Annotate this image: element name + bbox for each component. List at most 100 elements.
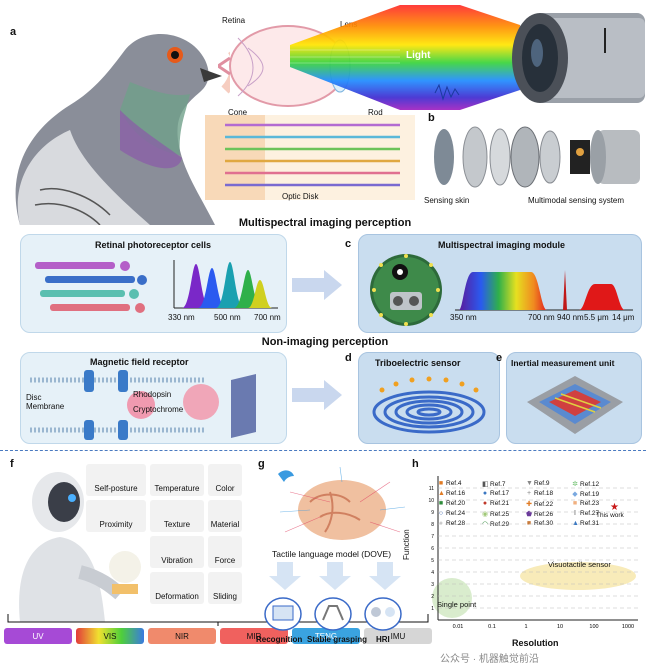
multimodal-label: Multimodal sensing system <box>528 196 625 205</box>
panel-letter-c: c <box>345 238 352 250</box>
legend-label: Ref.16 <box>446 490 466 497</box>
retinal-tick-0: 330 nm <box>168 313 195 322</box>
x-tick-label: 0.01 <box>453 624 464 630</box>
this-work-label: This work <box>596 512 624 519</box>
single-point-label: Single point <box>437 600 477 609</box>
chip-vis: VIS <box>76 628 144 644</box>
chip-uv: UV <box>4 628 72 644</box>
legend-label: Ref.18 <box>534 490 554 497</box>
h-ylabel: Function <box>402 529 411 560</box>
legend-label: Ref.26 <box>534 511 554 518</box>
rhodopsin-label: Rhodopsin <box>133 390 172 399</box>
legend-marker: I <box>574 510 576 517</box>
legend-marker: ■ <box>438 480 444 487</box>
legend-label: Ref.9 <box>534 480 550 487</box>
multispectral-section-title: Multispectral imaging perception <box>238 217 412 229</box>
legend-label: Ref.25 <box>490 511 510 518</box>
panel-letter-a: a <box>10 26 17 38</box>
legend-marker: ● <box>438 520 444 527</box>
camera-lens <box>512 13 645 103</box>
legend-item: ●Ref.28 <box>438 520 465 527</box>
legend-item: ■Ref.4 <box>438 480 462 487</box>
x-tick-label: 1 <box>524 624 527 630</box>
y-tick-label: 8 <box>431 522 434 528</box>
legend-label: Ref.24 <box>446 510 466 517</box>
legend-marker: ◆ <box>572 491 578 498</box>
legend-item: ▼Ref.9 <box>526 480 550 487</box>
chip-nir: NIR <box>148 628 216 644</box>
h-xlabel: Resolution <box>512 638 559 648</box>
legend-marker: ● <box>482 500 488 507</box>
chip-mir: MIR <box>220 628 288 644</box>
legend-marker: ◧ <box>482 481 489 488</box>
legend-marker: ■ <box>526 520 532 527</box>
tribo-title: Triboelectric sensor <box>375 358 461 368</box>
feature-material: Material <box>208 500 242 532</box>
feature-sliding: Sliding <box>208 572 242 604</box>
y-tick-label: 9 <box>431 510 434 516</box>
photoreceptor-strip <box>205 115 415 200</box>
y-tick-label: 11 <box>429 486 434 492</box>
chip-bracket <box>7 614 429 626</box>
retina-label: Retina <box>222 16 246 25</box>
section-divider <box>0 450 646 451</box>
legend-label: Ref.22 <box>534 501 554 508</box>
legend-label: Ref.20 <box>446 500 466 507</box>
feature-texture: Texture <box>150 500 204 532</box>
membrane-label: Membrane <box>26 402 65 411</box>
legend-item: ○Ref.24 <box>438 510 465 517</box>
legend-marker: ⬟ <box>526 511 533 518</box>
legend-item: ◠Ref.29 <box>482 520 509 528</box>
y-tick-label: 7 <box>431 534 434 540</box>
legend-marker: ◉ <box>482 511 489 518</box>
legend-item: ◉Ref.25 <box>482 510 509 518</box>
legend-item: ■Ref.20 <box>438 500 465 507</box>
panel-letter-b: b <box>428 112 435 124</box>
sensing-skin-label: Sensing skin <box>424 196 470 205</box>
legend-marker: ● <box>482 490 488 497</box>
disc-label: Disc <box>26 393 42 402</box>
legend-item: ▲Ref.31 <box>572 520 599 527</box>
nonimaging-section-title: Non-imaging perception <box>261 336 389 348</box>
dove-label: Tactile language model (DOVE) <box>272 549 392 559</box>
imu-chip <box>527 376 623 434</box>
legend-label: Ref.30 <box>534 520 554 527</box>
retinal-spectrum <box>173 260 278 309</box>
module-spectrum <box>455 270 633 311</box>
feature-vibration: Vibration <box>150 536 204 568</box>
visuotactile-zone <box>520 562 636 590</box>
cryptochrome-label: Cryptochrome <box>133 405 184 414</box>
retinal-tick-2: 700 nm <box>254 313 281 322</box>
y-tick-label: 3 <box>431 582 434 588</box>
chip-imu: IMU <box>364 628 432 644</box>
hri-label: HRI <box>376 635 390 644</box>
legend-label: Ref.29 <box>490 521 510 528</box>
watermark: 公众号 · 机器触觉前沿 <box>440 654 539 665</box>
legend-item: ▲Ref.16 <box>438 490 465 497</box>
legend-label: Ref.31 <box>580 520 600 527</box>
module-tick-2: 940 nm <box>557 313 584 322</box>
legend-marker: ✲ <box>572 481 578 488</box>
pigeon-illustration <box>15 34 230 225</box>
recognition-label: Recognition <box>256 635 303 644</box>
membrane-illustration <box>30 370 256 440</box>
legend-marker: ✚ <box>526 501 532 508</box>
legend-label: Ref.23 <box>580 500 600 507</box>
legend-label: Ref.19 <box>580 491 600 498</box>
legend-label: Ref.28 <box>446 520 466 527</box>
rod-label: Rod <box>368 108 383 117</box>
legend-marker: ▲ <box>572 520 579 527</box>
stable-grasping-label: Stable grasping <box>307 635 368 644</box>
cone-label: Cone <box>228 108 248 117</box>
panel-letter-e: e <box>496 352 503 364</box>
legend-marker: ■ <box>572 500 578 507</box>
panel-letter-d: d <box>345 352 352 364</box>
legend-label: Ref.17 <box>490 490 510 497</box>
legend-item: ✲Ref.12 <box>572 480 599 488</box>
y-tick-label: 2 <box>431 594 434 600</box>
panel-letter-f: f <box>10 458 14 470</box>
feature-self-posture: Self-posture <box>86 464 146 496</box>
legend-marker: ■ <box>438 500 444 507</box>
feature-deformation: Deformation <box>150 572 204 604</box>
